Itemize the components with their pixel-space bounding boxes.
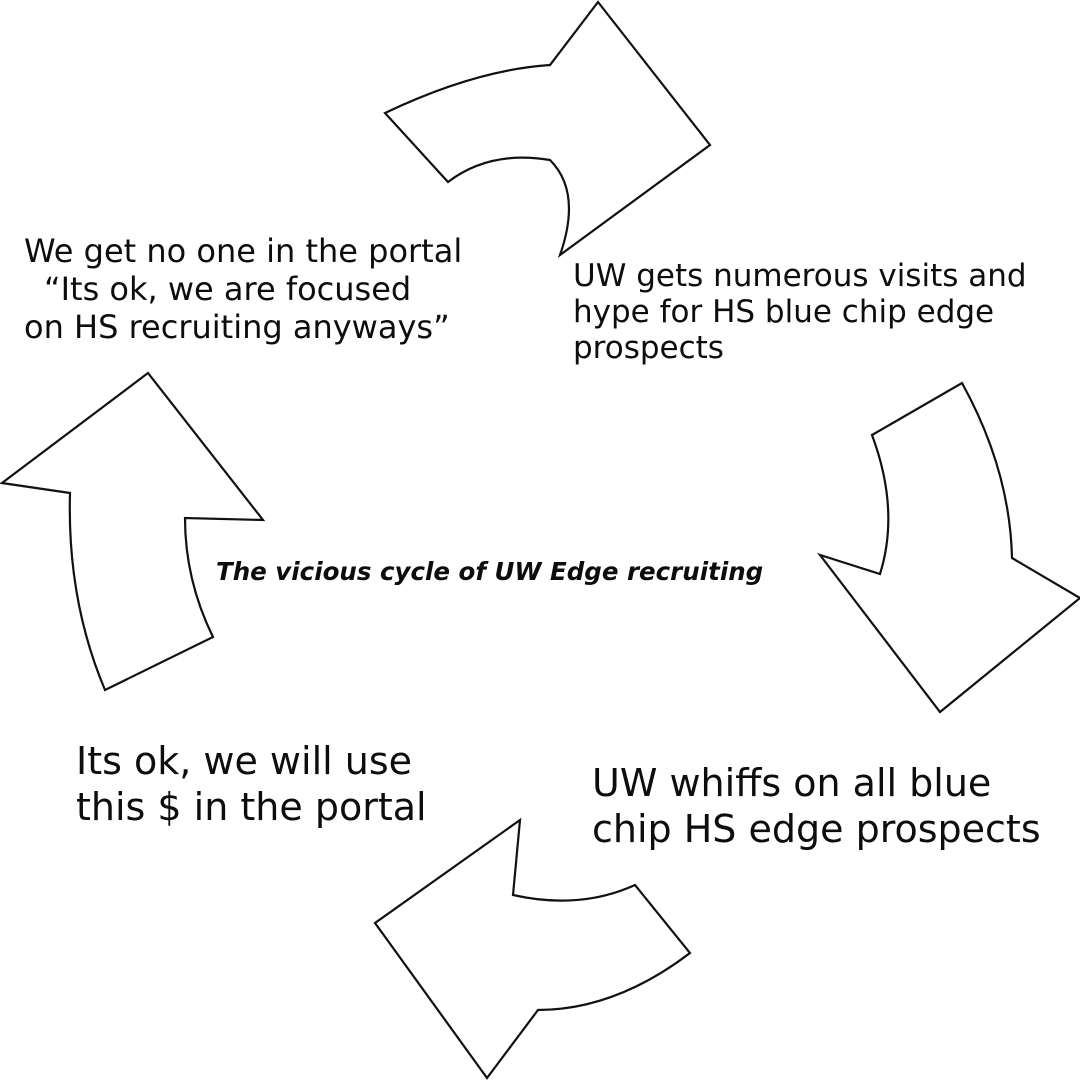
step-visits-and-hype-line-2: hype for HS blue chip edge xyxy=(573,294,995,330)
step-use-money-in-portal-line-2: this $ in the portal xyxy=(76,785,427,829)
step-use-money-in-portal-line-1: Its ok, we will use xyxy=(76,739,413,783)
step-no-portal-players-line-1: We get no one in the portal xyxy=(24,232,463,270)
step-use-money-in-portal: Its ok, we will use this $ in the portal xyxy=(76,738,427,830)
arrow-top xyxy=(383,0,712,258)
arrow-right xyxy=(817,381,1080,714)
step-no-portal-players: We get no one in the portal “Its ok, we … xyxy=(24,232,462,346)
step-visits-and-hype-line-1: UW gets numerous visits and xyxy=(573,258,1027,294)
step-visits-and-hype-line-3: prospects xyxy=(573,330,724,366)
step-no-portal-players-line-3: on HS recruiting anyways” xyxy=(24,308,450,346)
step-no-portal-players-line-2: “Its ok, we are focused xyxy=(44,270,412,308)
step-whiff-on-prospects-line-1: UW whiffs on all blue xyxy=(592,761,992,805)
step-visits-and-hype: UW gets numerous visits and hype for HS … xyxy=(573,258,1027,366)
diagram-title: The vicious cycle of UW Edge recruiting xyxy=(216,557,764,586)
arrow-bottom xyxy=(373,817,692,1080)
arrow-left xyxy=(0,371,266,692)
step-whiff-on-prospects: UW whiffs on all blue chip HS edge prosp… xyxy=(592,760,1041,852)
step-whiff-on-prospects-line-2: chip HS edge prospects xyxy=(592,807,1041,851)
